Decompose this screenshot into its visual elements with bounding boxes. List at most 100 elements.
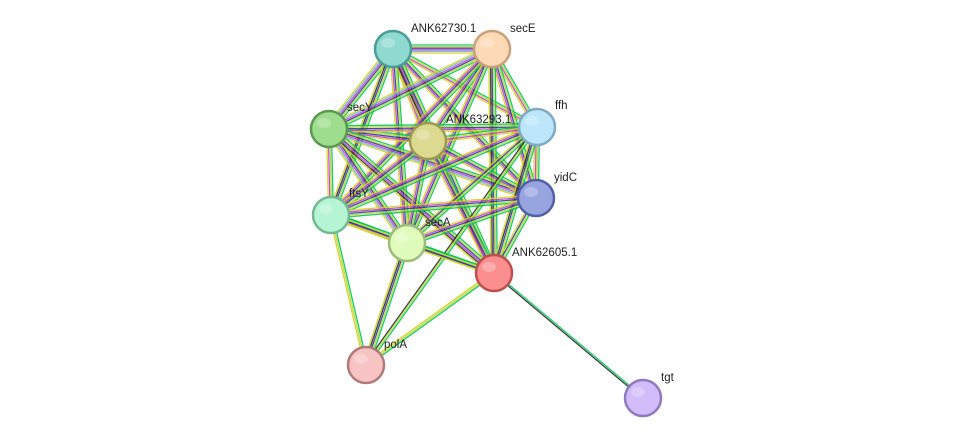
edge-evidence-line xyxy=(491,48,495,274)
node-circle[interactable] xyxy=(516,178,556,218)
edge-evidence-line xyxy=(407,127,538,245)
edge-ftsy-pola xyxy=(328,214,369,366)
node-circle[interactable] xyxy=(311,195,351,235)
edge-evidence-line xyxy=(363,242,407,365)
edge-ffh-seca xyxy=(404,124,540,246)
edge-evidence-line xyxy=(325,130,405,246)
edge-evidence-line xyxy=(330,194,536,213)
edge-evidence-line xyxy=(364,125,537,365)
node-highlight xyxy=(631,387,645,397)
node-label-ank63293-1: ANK63293.1 xyxy=(446,114,511,126)
node-label-yidc: yidC xyxy=(554,172,577,184)
node-ank63293-1[interactable] xyxy=(408,121,448,161)
edge-evidence-line xyxy=(325,131,492,277)
edge-evidence-line xyxy=(405,194,536,241)
edge-evidence-line xyxy=(327,132,535,203)
edge-evidence-line xyxy=(424,142,492,275)
edge-evidence-line xyxy=(329,50,494,132)
edge-evidence-line xyxy=(331,127,538,218)
node-highlight xyxy=(482,262,496,272)
edge-evidence-line xyxy=(406,125,537,243)
node-label-ank62730-1: ANK62730.1 xyxy=(411,23,476,35)
edge-evidence-line xyxy=(392,48,537,199)
edge-evidence-line xyxy=(330,52,495,134)
node-label-seca: secA xyxy=(425,217,451,229)
node-ftsy[interactable] xyxy=(311,195,351,235)
edge-evidence-line xyxy=(488,49,492,274)
node-label-sece: secE xyxy=(510,23,536,35)
node-seca[interactable] xyxy=(387,223,427,263)
node-secy[interactable] xyxy=(309,109,349,149)
node-highlight xyxy=(525,116,539,126)
node-circle[interactable] xyxy=(309,109,349,149)
edge-evidence-line xyxy=(490,125,535,273)
edge-evidence-line xyxy=(329,127,537,198)
node-circle[interactable] xyxy=(472,29,512,69)
node-circle[interactable] xyxy=(474,253,514,293)
edge-seca-pola xyxy=(362,241,411,367)
edge-evidence-line xyxy=(330,197,537,216)
edge-evidence-line xyxy=(326,130,493,276)
edge-evidence-line xyxy=(326,44,491,126)
edge-evidence-line xyxy=(427,140,537,199)
edge-evidence-line xyxy=(409,50,496,245)
edge-evidence-line xyxy=(331,198,537,218)
node-tgt[interactable] xyxy=(623,378,663,418)
edge-evidence-line xyxy=(408,128,540,246)
edge-evidence-line xyxy=(330,140,429,216)
node-pola[interactable] xyxy=(346,345,386,385)
edge-evidence-line xyxy=(493,273,643,400)
edge-evidence-line xyxy=(331,214,369,365)
edge-evidence-line xyxy=(404,124,536,242)
node-ank62730-1[interactable] xyxy=(373,29,413,69)
node-highlight xyxy=(524,187,538,197)
edge-evidence-line xyxy=(364,271,494,365)
node-circle[interactable] xyxy=(408,121,448,161)
node-sece[interactable] xyxy=(472,29,512,69)
nodes-layer xyxy=(309,29,663,418)
edge-evidence-line xyxy=(326,129,406,245)
edge-evidence-line xyxy=(328,129,536,200)
node-circle[interactable] xyxy=(517,107,557,147)
edge-sece-secy xyxy=(326,44,495,134)
node-label-ftsy: ftsY xyxy=(349,188,369,200)
edge-evidence-line xyxy=(489,49,494,274)
edge-evidence-line xyxy=(327,46,492,128)
edge-evidence-line xyxy=(327,129,407,244)
edge-evidence-line xyxy=(494,47,540,198)
edge-yidc-seca xyxy=(405,194,538,247)
node-label-tgt: tgt xyxy=(661,372,675,384)
node-highlight xyxy=(381,38,395,48)
edge-evidence-line xyxy=(328,137,427,213)
node-circle[interactable] xyxy=(373,29,413,69)
node-highlight xyxy=(480,38,494,48)
node-circle[interactable] xyxy=(346,345,386,385)
edge-evidence-line xyxy=(330,124,537,215)
node-label-secy: secY xyxy=(347,102,373,114)
node-label-ank62605-1: ANK62605.1 xyxy=(512,247,577,259)
edge-evidence-line xyxy=(366,127,539,367)
edge-evidence-line xyxy=(406,195,536,243)
node-highlight xyxy=(395,232,409,242)
edge-evidence-line xyxy=(362,241,405,365)
edge-evidence-line xyxy=(329,123,536,213)
edge-evidence-line xyxy=(330,126,538,216)
edge-evidence-line xyxy=(365,242,408,366)
edge-evidence-line xyxy=(494,271,644,398)
node-circle[interactable] xyxy=(623,378,663,418)
edge-evidence-line xyxy=(328,215,366,366)
edge-ank62605-1-pola xyxy=(364,271,496,367)
edge-evidence-line xyxy=(393,47,538,198)
edge-evidence-line xyxy=(407,198,537,246)
edge-evidence-line xyxy=(328,47,492,129)
node-ffh[interactable] xyxy=(517,107,557,147)
node-yidc[interactable] xyxy=(516,178,556,218)
edge-evidence-line xyxy=(331,200,537,219)
edge-evidence-line xyxy=(329,139,428,215)
edge-evidence-line xyxy=(365,272,495,366)
node-circle[interactable] xyxy=(387,223,427,263)
node-ank62605-1[interactable] xyxy=(474,253,514,293)
edge-evidence-line xyxy=(492,48,539,198)
